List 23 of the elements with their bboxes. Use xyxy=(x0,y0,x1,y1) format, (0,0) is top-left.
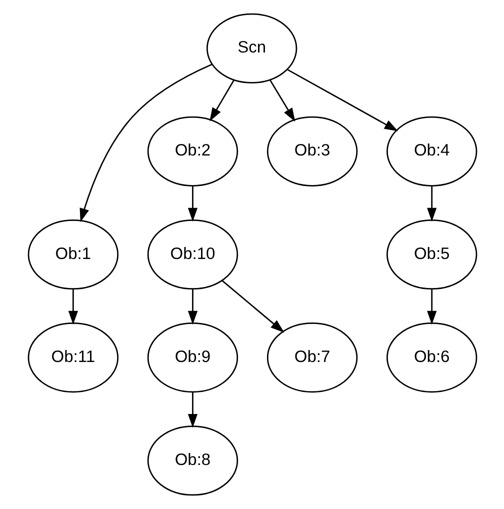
arrow xyxy=(268,79,295,122)
node-ellipse: Ob:5 xyxy=(386,219,477,290)
arrow xyxy=(79,64,212,222)
node-ellipse: Ob:11 xyxy=(27,322,118,393)
arrow xyxy=(187,186,198,222)
arrow xyxy=(426,186,436,222)
arrow xyxy=(187,289,198,325)
arrow xyxy=(426,289,436,325)
node-ellipse: Ob:2 xyxy=(146,116,238,186)
node-ellipse: Ob:6 xyxy=(386,322,477,393)
node-ellipse: Ob:1 xyxy=(27,219,118,290)
node-ellipse: Ob:10 xyxy=(146,219,238,290)
node-ellipse: Ob:3 xyxy=(266,116,358,186)
node-ellipse: Ob:4 xyxy=(386,116,477,186)
node-ellipse: Ob:8 xyxy=(146,426,238,496)
node-ellipse: Ob:9 xyxy=(146,322,238,393)
node-ellipse: Ob:7 xyxy=(266,322,358,393)
arrow xyxy=(68,289,78,325)
arrow xyxy=(209,80,234,122)
arrow xyxy=(187,392,198,428)
arrow xyxy=(221,280,284,333)
arrow xyxy=(286,68,398,132)
node-ellipse: Scn xyxy=(206,13,297,84)
